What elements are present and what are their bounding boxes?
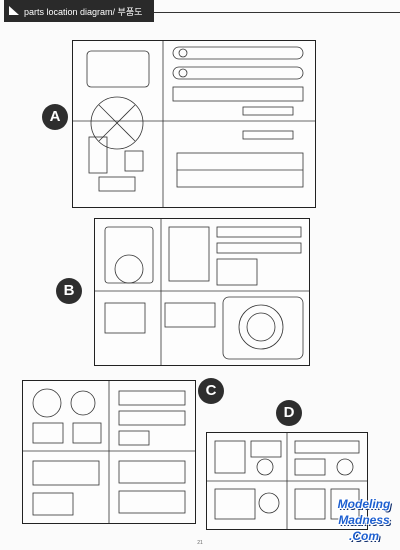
watermark-line-1: Modeling: [337, 497, 391, 511]
watermark-logo: Modeling Madness .Com: [330, 496, 398, 548]
page-number: 21: [197, 540, 203, 546]
watermark-line-2: Madness: [338, 513, 390, 527]
header-rule: [154, 12, 400, 13]
sprue-b-badge: B: [56, 278, 82, 304]
header-bar: [4, 0, 154, 22]
sprue-c-frame: [22, 380, 196, 524]
watermark-line-3: .Com: [349, 529, 379, 543]
pointer-triangle-icon: [9, 6, 19, 15]
sprue-a-badge: A: [42, 104, 68, 130]
page-header: parts location diagram/ 부품도: [0, 0, 400, 22]
sprue-a-frame: [72, 40, 316, 208]
sprue-d-frame: [206, 432, 368, 530]
sprue-c-badge: C: [198, 378, 224, 404]
sprue-d-badge: D: [276, 400, 302, 426]
header-title: parts location diagram/ 부품도: [24, 7, 143, 17]
sprue-b-frame: [94, 218, 310, 366]
